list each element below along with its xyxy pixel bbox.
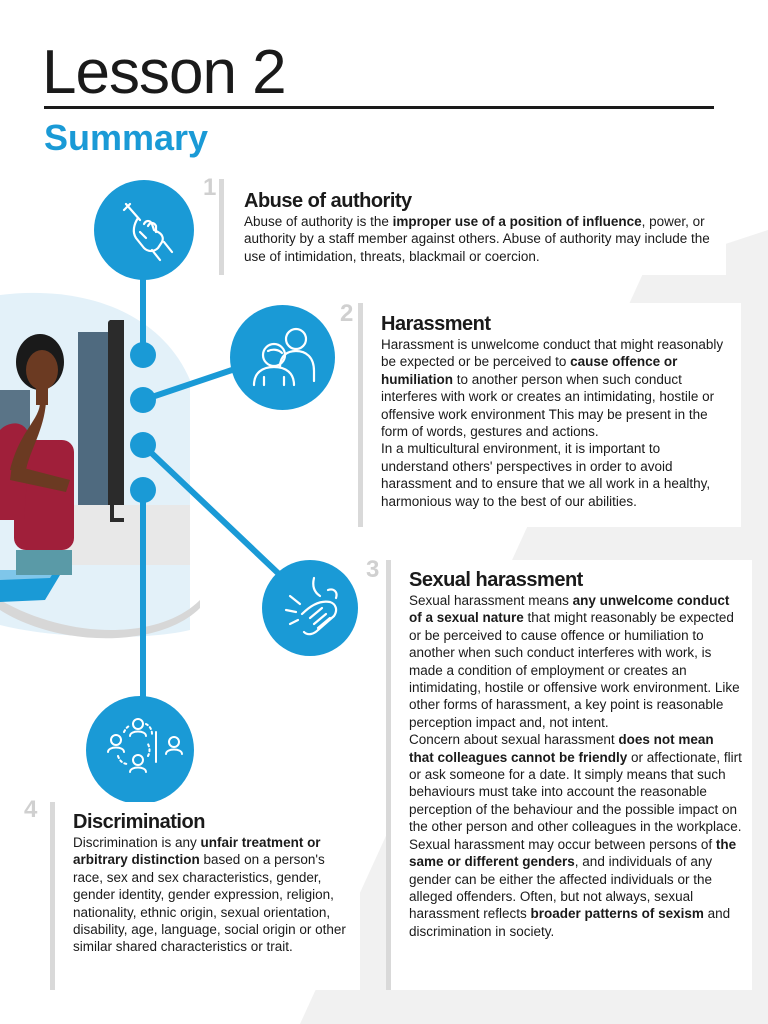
people-group-icon — [230, 305, 335, 410]
body-text: Concern about sexual harassment — [409, 732, 619, 748]
timeline-dot — [130, 342, 156, 368]
timeline-dot — [130, 477, 156, 503]
emphasis-text: the same or different genders — [409, 836, 737, 870]
page-subtitle: Summary — [44, 117, 209, 158]
emphasis-text: unfair treatment or arbitrary distinctio… — [73, 835, 321, 868]
emphasis-text: does not mean that colleagues cannot be … — [409, 732, 714, 765]
body-text: based on a person's race, sex and sex ch… — [73, 852, 346, 955]
body-text: , power, or authority by a staff member … — [244, 214, 710, 264]
body-text: Sexual harassment may occur between pers… — [409, 836, 716, 852]
body-text: Sexual harassment means — [409, 593, 573, 608]
section-body: Sexual harassment means any unwelcome co… — [409, 592, 742, 940]
body-text: Harassment is unwelcome conduct that mig… — [381, 337, 724, 370]
section-heading: Sexual harassment — [409, 569, 583, 591]
section-number: 3 — [366, 556, 380, 583]
section-heading: Abuse of authority — [244, 190, 412, 212]
body-text: or affectionate, flirt or ask someone fo… — [409, 749, 742, 835]
emphasis-text: any unwelcome conduct of a sexual nature — [409, 593, 730, 626]
emphasis-text: improper use of a position of influence — [392, 214, 642, 229]
body-text: Abuse of authority is the — [244, 214, 393, 229]
section-body: Discrimination is any unfair treatment o… — [73, 834, 350, 956]
card-discrimination: Discrimination Discrimination is any unf… — [50, 802, 360, 990]
timeline-dot — [130, 387, 156, 413]
title-divider — [44, 106, 714, 109]
card-harassment: Harassment Harassment is unwelcome condu… — [358, 303, 741, 527]
card-abuse-of-authority: Abuse of authority Abuse of authority is… — [219, 179, 726, 275]
section-heading: Harassment — [381, 313, 491, 335]
section-number: 1 — [203, 174, 217, 201]
body-text: to another person when such conduct inte… — [381, 371, 715, 440]
card-sexual-harassment: Sexual harassment Sexual harassment mean… — [386, 560, 752, 990]
person-illustration — [0, 292, 200, 639]
body-text: Discrimination is any — [73, 835, 201, 850]
body-text: In a multicultural environment, it is im… — [381, 441, 711, 509]
section-body: Abuse of authority is the improper use o… — [244, 213, 714, 265]
emphasis-text: broader patterns of sexism — [530, 906, 704, 922]
section-body: Harassment is unwelcome conduct that mig… — [381, 336, 729, 510]
timeline-dot — [130, 432, 156, 458]
section-number: 4 — [24, 796, 38, 823]
network-people-icon — [86, 696, 194, 804]
page-title: Lesson 2 — [42, 38, 287, 107]
pointing-hand-icon — [94, 180, 194, 280]
helping-hand-icon — [262, 560, 358, 656]
body-text: that might reasonably be expected or be … — [409, 610, 740, 730]
section-number: 2 — [340, 300, 354, 327]
section-heading: Discrimination — [73, 811, 205, 833]
body-text: , and individuals of any gender can be e… — [409, 854, 713, 922]
timeline-bracket — [110, 320, 124, 522]
body-text: and discrimination in society. — [409, 906, 731, 939]
emphasis-text: cause offence or humiliation — [381, 354, 678, 387]
